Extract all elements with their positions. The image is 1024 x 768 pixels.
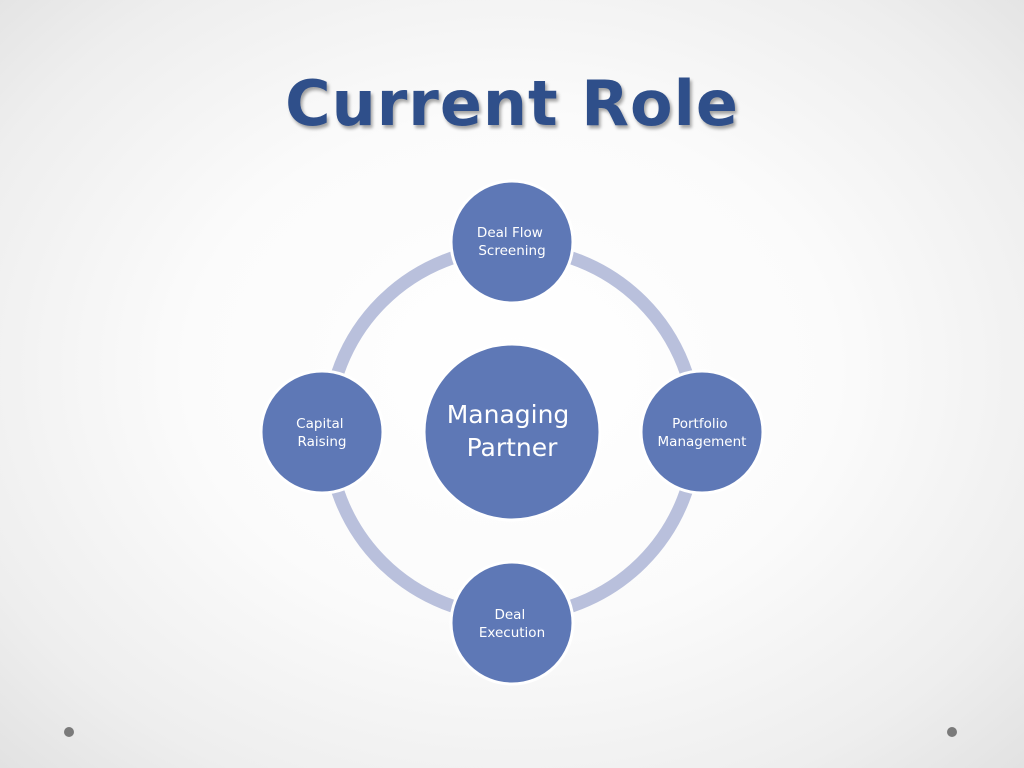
svg-text:Deal Flow Screening: Deal Flow Screening bbox=[477, 225, 547, 259]
node-circle bbox=[259, 369, 385, 495]
center-node-circle bbox=[422, 342, 602, 522]
decorative-dot-left bbox=[64, 727, 74, 737]
node-label-line-2: Raising bbox=[297, 434, 346, 450]
node-label-line-1: Deal Flow bbox=[477, 225, 543, 241]
node-circle bbox=[449, 560, 575, 686]
svg-text:Deal Execution: Deal Execution bbox=[479, 607, 545, 641]
svg-text:Portfolio Management: Portfolio Management bbox=[658, 416, 747, 450]
center-node-label-line-2: Partner bbox=[467, 433, 559, 462]
node-portfolio-management[interactable]: Portfolio Management bbox=[639, 369, 765, 495]
node-label-line-1: Capital bbox=[296, 416, 343, 432]
node-label-line-2: Execution bbox=[479, 625, 545, 641]
node-label-line-1: Deal bbox=[494, 607, 525, 623]
node-deal-flow-screening[interactable]: Deal Flow Screening bbox=[449, 179, 575, 305]
node-label-line-2: Management bbox=[658, 434, 747, 450]
svg-text:Capital Raising: Capital Raising bbox=[296, 416, 348, 450]
svg-text:Managing Partner: Managing Partner bbox=[447, 400, 578, 462]
node-deal-execution[interactable]: Deal Execution bbox=[449, 560, 575, 686]
slide-title: Current Role bbox=[285, 67, 739, 140]
decorative-dot-right bbox=[947, 727, 957, 737]
node-label-line-1: Portfolio bbox=[672, 416, 728, 432]
node-circle bbox=[639, 369, 765, 495]
node-capital-raising[interactable]: Capital Raising bbox=[259, 369, 385, 495]
center-node[interactable]: Managing Partner bbox=[422, 342, 602, 522]
node-label-line-2: Screening bbox=[478, 243, 545, 259]
center-node-label-line-1: Managing bbox=[447, 400, 570, 429]
node-circle bbox=[449, 179, 575, 305]
